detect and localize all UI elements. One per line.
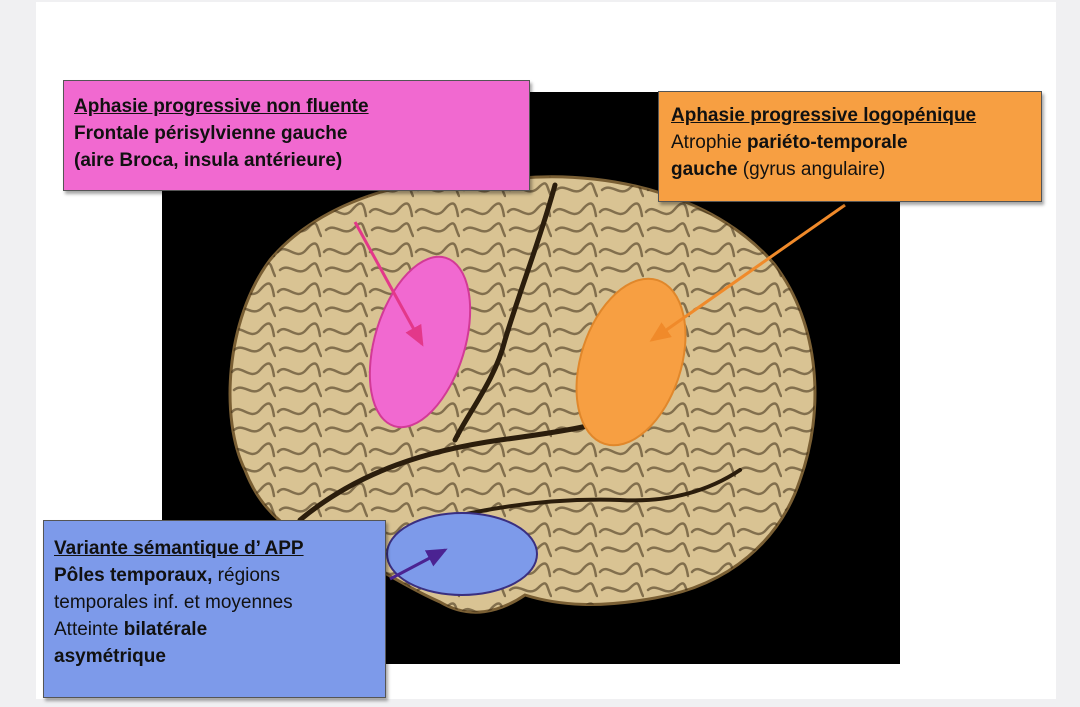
label-non-fluent-aphasia: Aphasie progressive non fluente Frontale… — [63, 80, 530, 191]
label-line: Pôles temporaux, régions — [54, 562, 375, 589]
label-emphasis: gauche — [671, 159, 738, 180]
label-line: Frontale périsylvienne gauche — [74, 120, 519, 147]
label-title: Aphasie progressive non fluente — [74, 93, 519, 120]
label-logopenic-aphasia: Aphasie progressive logopénique Atrophie… — [658, 91, 1042, 202]
label-text: Atrophie — [671, 132, 747, 153]
label-emphasis: asymétrique — [54, 646, 166, 667]
label-text: régions — [212, 565, 280, 586]
label-text: Atteinte — [54, 619, 124, 640]
label-semantic-variant: Variante sémantique d’ APP Pôles tempora… — [43, 520, 386, 698]
label-line: Atteinte bilatérale — [54, 616, 375, 643]
label-line: asymétrique — [54, 643, 375, 670]
label-emphasis: pariéto-temporale — [747, 132, 907, 153]
label-text: (gyrus angulaire) — [738, 159, 886, 180]
label-line: Atrophie pariéto-temporale — [671, 129, 1029, 156]
label-emphasis: Pôles temporaux, — [54, 565, 212, 586]
label-title: Variante sémantique d’ APP — [54, 535, 375, 562]
label-line: temporales inf. et moyennes — [54, 589, 375, 616]
label-emphasis: bilatérale — [124, 619, 207, 640]
label-title: Aphasie progressive logopénique — [671, 102, 1029, 129]
blue-region-marker — [387, 513, 537, 595]
label-line: (aire Broca, insula antérieure) — [74, 147, 519, 174]
label-line: gauche (gyrus angulaire) — [671, 156, 1029, 183]
